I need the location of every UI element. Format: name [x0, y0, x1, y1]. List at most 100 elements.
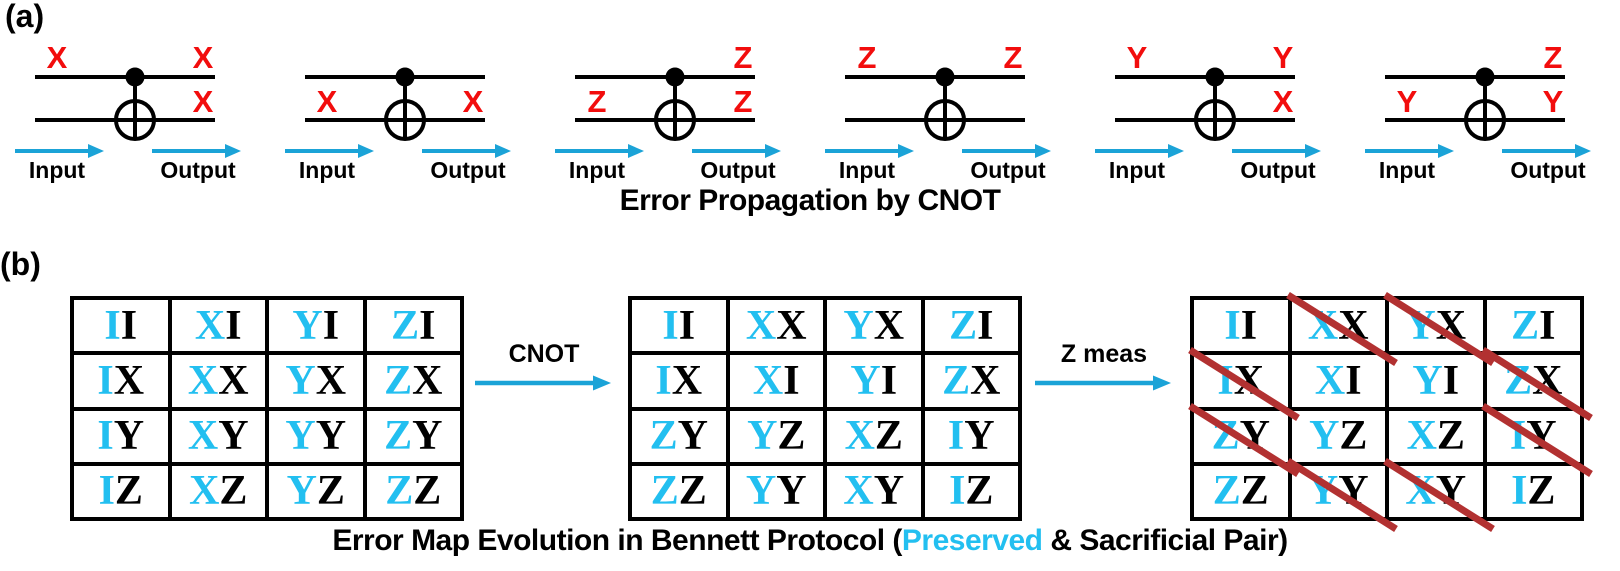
sacrificial-pauli-letter: X [776, 302, 807, 349]
preserved-pauli-letter: Y [850, 357, 881, 404]
preserved-pauli-letter: Z [650, 468, 679, 515]
control-dot [395, 67, 415, 87]
error-ctrl-out: Y [1273, 40, 1294, 75]
error-tgt-out: Z [734, 84, 753, 119]
sacrificial-pauli-letter: Z [1436, 413, 1465, 460]
preserved-pauli-letter: Y [745, 468, 777, 515]
sacrificial-pauli-letter: I [1345, 357, 1362, 404]
input-arrowhead-icon [898, 144, 914, 158]
preserved-pauli-letter: Y [843, 302, 874, 349]
cnot-step-label: CNOT [508, 340, 580, 368]
sacrificial-pauli-letter: Y [776, 468, 807, 515]
sacrificial-pauli-letter: X [1233, 357, 1265, 404]
output-label: Output [700, 157, 776, 183]
sacrificial-pauli-letter: Y [873, 468, 905, 515]
cnot-circuits-row: X X X Input Output X X Input Output [0, 28, 1620, 186]
output-label: Output [1240, 157, 1316, 183]
sacrificial-pauli-letter: X [218, 357, 249, 404]
error-tgt-in: X [317, 84, 338, 119]
cnot-circuit-6: Z Y Y Input Output [1350, 28, 1620, 186]
target-oplus-icon [1464, 99, 1506, 141]
target-oplus-icon [1194, 99, 1236, 141]
sacrificial-pauli-letter: I [225, 302, 242, 349]
preserved-pauli-letter: Z [385, 468, 414, 515]
control-dot [665, 67, 685, 87]
input-label: Input [839, 157, 896, 183]
preserved-pauli-letter: Z [1212, 468, 1241, 515]
cnot-circuit-1: X X X Input Output [0, 28, 270, 186]
sacrificial-pauli-letter: Y [315, 413, 347, 460]
preserved-pauli-letter: Y [1405, 302, 1436, 349]
error-tgt-in: Y [1397, 84, 1418, 119]
error-tgt-out: X [193, 84, 214, 119]
target-oplus-icon [114, 99, 156, 141]
sacrificial-pauli-letter: X [1435, 302, 1467, 349]
sacrificial-pauli-letter: Z [114, 468, 143, 515]
preserved-pauli-letter: Z [384, 357, 413, 404]
preserved-pauli-letter: X [752, 357, 784, 404]
cnot-circuit-svg: Z Z Z Input Output [555, 40, 781, 183]
sacrificial-pauli-letter: Z [219, 468, 248, 515]
right-arrow-icon [1035, 375, 1171, 391]
caption-preserved-highlight: Preserved [901, 524, 1043, 557]
sacrificial-pauli-letter: I [1442, 357, 1460, 404]
cnot-step-arrow-block: CNOT [458, 340, 630, 394]
sacrificial-pauli-letter: Y [964, 413, 995, 460]
sacrificial-pauli-letter: I [1539, 302, 1556, 349]
preserved-pauli-letter: I [949, 468, 966, 515]
cnot-circuit-3: Z Z Z Input Output [540, 28, 810, 186]
caption-text-suffix: & Sacrificial Pair) [1042, 524, 1288, 557]
sacrificial-pauli-letter: Z [874, 413, 903, 460]
sacrificial-pauli-letter: Z [678, 468, 707, 515]
sacrificial-pauli-letter: Y [1435, 468, 1467, 515]
preserved-pauli-letter: X [1406, 413, 1437, 460]
preserved-pauli-letter: I [947, 413, 965, 460]
sacrificial-pauli-letter: I [880, 357, 898, 404]
output-label: Output [970, 157, 1046, 183]
output-label: Output [430, 157, 506, 183]
preserved-pauli-letter: X [1307, 302, 1339, 349]
sacrificial-pauli-letter: X [970, 357, 1001, 404]
cnot-circuit-5: Y Y X Input Output [1080, 28, 1350, 186]
sacrificial-pauli-letter: Z [1527, 468, 1556, 515]
input-arrowhead-icon [1168, 144, 1184, 158]
preserved-pauli-letter: Z [1211, 413, 1240, 460]
output-arrowhead-icon [495, 144, 511, 158]
preserved-pauli-letter: Z [1511, 302, 1540, 349]
output-arrowhead-icon [765, 144, 781, 158]
preserved-pauli-letter: Y [1307, 468, 1339, 515]
error-tgt-in: Z [588, 84, 607, 119]
preserved-pauli-letter: X [187, 357, 219, 404]
input-label: Input [299, 157, 356, 183]
sacrificial-pauli-letter: Y [1526, 413, 1557, 460]
preserved-pauli-letter: Y [747, 413, 778, 460]
preserved-pauli-letter: I [1509, 413, 1527, 460]
panel-a-label: (a) [5, 0, 45, 34]
target-oplus-icon [654, 99, 696, 141]
sacrificial-pauli-letter: X [1338, 302, 1369, 349]
sacrificial-pauli-letter: Y [218, 413, 249, 460]
preserved-pauli-letter: X [189, 468, 220, 515]
preserved-pauli-letter: I [1224, 302, 1241, 349]
sacrificial-pauli-letter: X [671, 357, 703, 404]
sacrificial-pauli-letter: Z [965, 468, 994, 515]
